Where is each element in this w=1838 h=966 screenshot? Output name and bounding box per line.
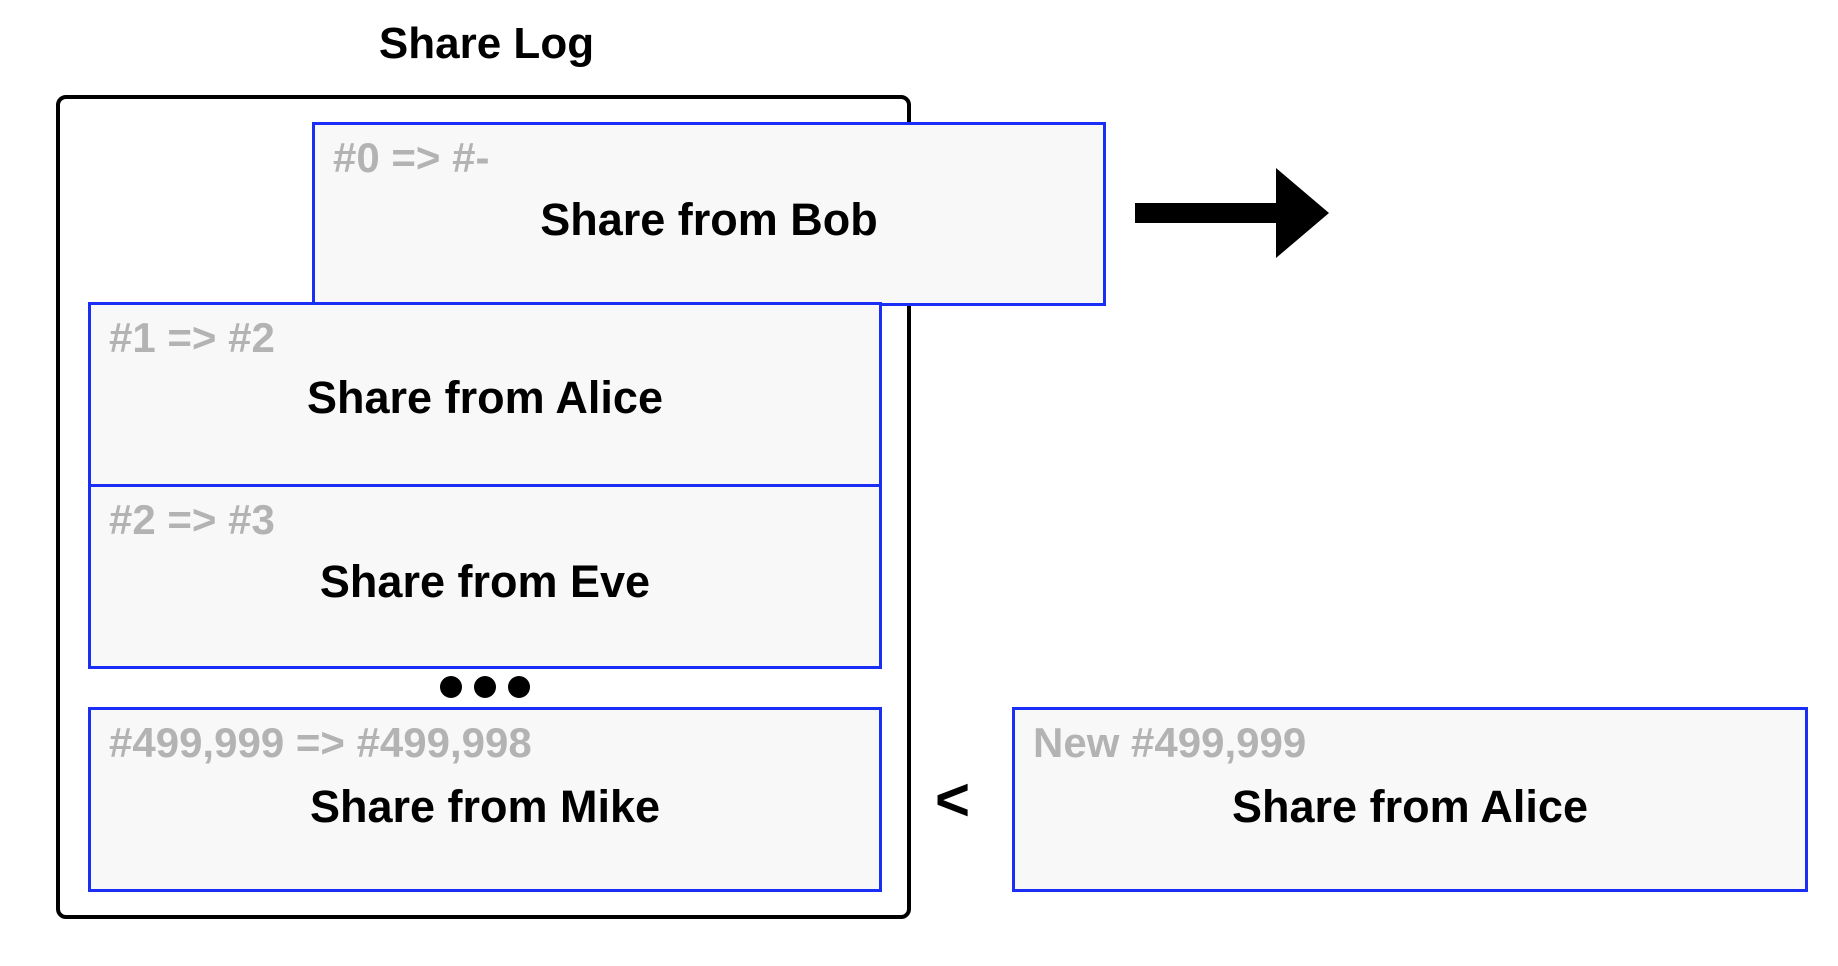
- share-entry-index: #499,999 => #499,998: [109, 719, 532, 766]
- share-entry-index: New #499,999: [1033, 719, 1307, 766]
- share-entry-label: Share from Eve: [319, 556, 651, 607]
- share-entry-label: Share from Bob: [540, 194, 878, 245]
- share-entry-mike: #499,999 => #499,998 Share from Mike: [88, 707, 882, 892]
- share-entry-new: New #499,999 Share from Alice: [1012, 707, 1808, 892]
- share-log-frame: [56, 95, 911, 919]
- share-entry-eve: #2 => #3 Share from Eve: [88, 484, 882, 669]
- arrow-shaft: [1135, 203, 1281, 223]
- share-entry-index: #2 => #3: [109, 496, 275, 543]
- share-entry-index: #1 => #2: [109, 314, 275, 361]
- share-entry-label: Share from Alice: [1232, 781, 1588, 832]
- share-entry-bob: #0 => #- Share from Bob: [312, 122, 1106, 306]
- share-log-title: Share Log: [378, 19, 595, 68]
- ellipsis-dot: [440, 676, 462, 698]
- ellipsis-icon: [440, 675, 530, 699]
- arrow-head: [1276, 168, 1329, 258]
- comparison-operator: <: [935, 766, 971, 833]
- share-entry-label: Share from Alice: [307, 372, 663, 423]
- ellipsis-dot: [508, 676, 530, 698]
- ellipsis-dot: [474, 676, 496, 698]
- right-arrow-icon: [1135, 168, 1329, 258]
- share-entry-label: Share from Mike: [309, 781, 661, 832]
- share-entry-alice: #1 => #2 Share from Alice: [88, 302, 882, 487]
- share-entry-index: #0 => #-: [333, 134, 490, 181]
